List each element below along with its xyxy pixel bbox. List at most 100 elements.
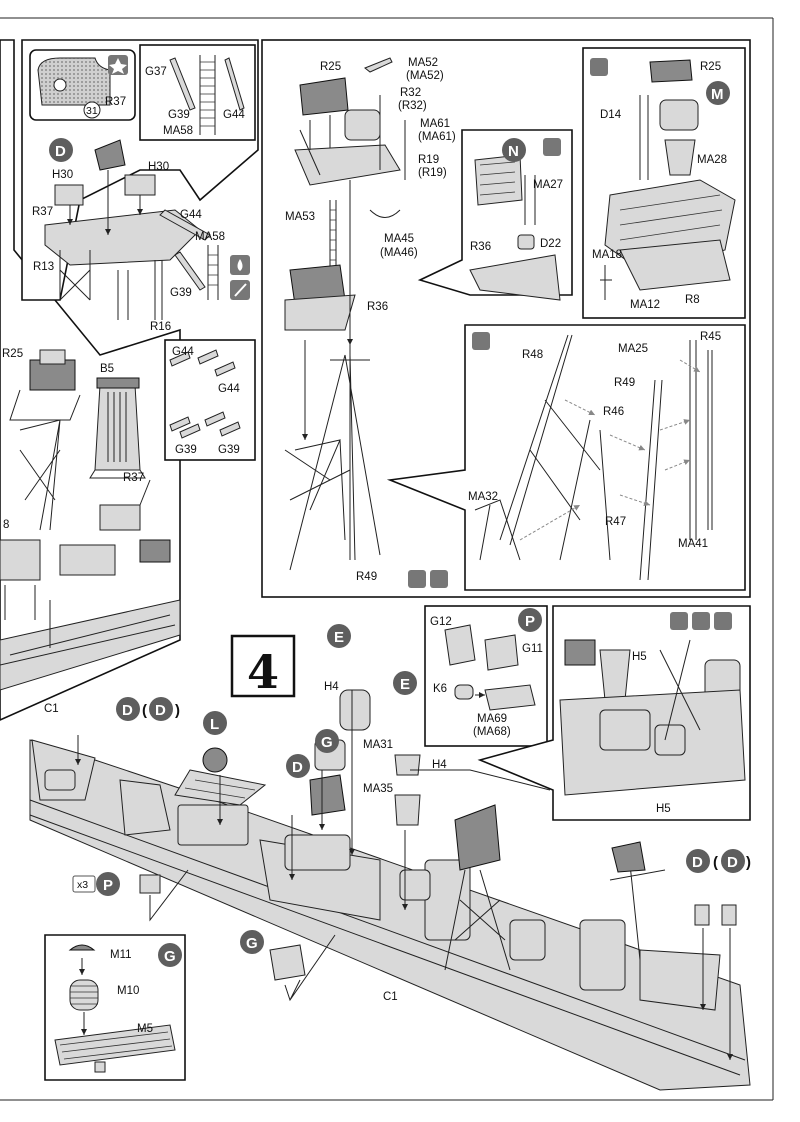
label-r48: R48 bbox=[522, 349, 543, 361]
badge-p-text: P bbox=[525, 613, 535, 630]
badge-e-1-text: E bbox=[334, 629, 344, 646]
label-ma58: MA58 bbox=[163, 125, 193, 137]
badge-d-hull-paren-text: D bbox=[155, 702, 166, 719]
g-detail-box: G M11 M10 M5 bbox=[44, 934, 186, 1081]
label-r49: R49 bbox=[356, 571, 377, 583]
label-r46: R46 bbox=[603, 406, 624, 418]
left-funnel-b5 bbox=[89, 377, 146, 479]
label-r32p: (R32) bbox=[398, 100, 427, 112]
badge-g-3 bbox=[158, 943, 182, 967]
label-h5a: H5 bbox=[632, 651, 647, 663]
badge-p bbox=[518, 608, 542, 632]
label-k6: K6 bbox=[433, 683, 447, 695]
label-ma52p: (MA52) bbox=[406, 70, 444, 82]
badge-m bbox=[706, 81, 730, 105]
left-mast-drawing bbox=[0, 349, 81, 620]
label-ma32: MA32 bbox=[468, 491, 498, 503]
badge-d-right bbox=[686, 849, 710, 873]
label-g39-d: G39 bbox=[218, 444, 240, 456]
label-ma28: MA28 bbox=[697, 154, 727, 166]
label-ma35: MA35 bbox=[363, 783, 393, 795]
mast-panel: R25 MA52 (MA52) R32 (R32) MA61 (MA61) R1… bbox=[261, 39, 751, 598]
label-ma52: MA52 bbox=[408, 57, 438, 69]
label-r19: R19 bbox=[418, 154, 439, 166]
hull-badges: D ( D ) L E E G D G x3 P D ( D ) bbox=[72, 624, 751, 954]
label-g44-d: G44 bbox=[218, 383, 240, 395]
svg-text:): ) bbox=[746, 854, 751, 871]
g44-g39-parts-panel: G44 G44 G39 G39 bbox=[164, 339, 256, 461]
r37-inset: R37 31 bbox=[29, 49, 136, 121]
svg-text:(: ( bbox=[142, 702, 147, 719]
badge-l bbox=[203, 711, 227, 735]
label-ma53: MA53 bbox=[285, 211, 315, 223]
badge-e-1 bbox=[327, 624, 351, 648]
label-r25-left: R25 bbox=[2, 348, 23, 360]
label-31: 31 bbox=[86, 105, 98, 117]
lattice-mast-drawing bbox=[284, 180, 381, 571]
brush-icon-3 bbox=[714, 612, 732, 630]
label-r45: R45 bbox=[700, 331, 721, 343]
mast-top-drawing bbox=[294, 57, 406, 218]
badge-d-2 bbox=[286, 754, 310, 778]
label-r36: R36 bbox=[367, 301, 388, 313]
label-r16: R16 bbox=[150, 321, 171, 333]
hull-assembly bbox=[29, 689, 751, 1091]
left-assembly-panel: R25 B5 R37 8 C1 bbox=[0, 39, 181, 721]
paint-glue-icon bbox=[670, 612, 688, 630]
label-h30b: H30 bbox=[148, 161, 169, 173]
svg-text:(: ( bbox=[713, 854, 718, 871]
badge-d-right-text: D bbox=[692, 854, 703, 871]
label-ma18: MA18 bbox=[592, 249, 622, 261]
badge-e-2-text: E bbox=[400, 676, 410, 693]
step-number: 4 bbox=[247, 645, 279, 699]
badge-g-2 bbox=[240, 930, 264, 954]
label-ma25: MA25 bbox=[618, 343, 648, 355]
label-h4b: H4 bbox=[432, 759, 447, 771]
badge-e-2 bbox=[393, 671, 417, 695]
label-r37: R37 bbox=[32, 206, 53, 218]
badge-d-top bbox=[49, 138, 73, 162]
label-r19p: (R19) bbox=[418, 167, 447, 179]
paint-drop-icon-5 bbox=[472, 332, 490, 350]
badge-g-3-text: G bbox=[164, 948, 176, 965]
badge-d-right-paren bbox=[721, 849, 745, 873]
badge-d-hull-paren bbox=[149, 697, 173, 721]
step-number-box: 4 bbox=[230, 634, 296, 699]
label-r47: R47 bbox=[605, 516, 626, 528]
paint-drop-icon-3 bbox=[543, 138, 561, 156]
label-ma31: MA31 bbox=[363, 739, 393, 751]
label-c1-left: C1 bbox=[44, 703, 59, 715]
badge-d-hull bbox=[116, 697, 140, 721]
badge-d-hull-text: D bbox=[122, 702, 133, 719]
badge-d-2-text: D bbox=[292, 759, 303, 776]
label-ma61: MA61 bbox=[420, 118, 450, 130]
m-detail-box: M R25 D14 MA28 MA18 MA12 R8 bbox=[582, 47, 746, 319]
label-h4a: H4 bbox=[324, 681, 339, 693]
label-g39-b: G39 bbox=[170, 287, 192, 299]
label-ma27: MA27 bbox=[533, 179, 563, 191]
label-r25: R25 bbox=[320, 61, 341, 73]
x3-label: x3 bbox=[77, 879, 88, 891]
badge-n bbox=[502, 138, 526, 162]
r37-assembly-drawing bbox=[44, 139, 219, 320]
label-ma45: MA45 bbox=[384, 233, 414, 245]
label-ma41: MA41 bbox=[678, 538, 708, 550]
label-r8: R8 bbox=[685, 294, 700, 306]
label-ma68p: (MA68) bbox=[473, 726, 511, 738]
label-ma12: MA12 bbox=[630, 299, 660, 311]
ladder-inset: G37 G39 G44 MA58 bbox=[139, 44, 256, 141]
badge-g-2-text: G bbox=[246, 935, 258, 952]
lattice-detail-box: R48 R46 MA25 R45 R49 MA32 R47 MA41 bbox=[386, 324, 746, 591]
label-d14: D14 bbox=[600, 109, 622, 121]
left-hull-section bbox=[0, 479, 181, 691]
label-r25-r: R25 bbox=[700, 61, 721, 73]
badge-g-1 bbox=[315, 729, 339, 753]
label-r49-b: R49 bbox=[614, 377, 635, 389]
badge-p-hull bbox=[96, 872, 120, 896]
label-g44-b: G44 bbox=[180, 209, 202, 221]
label-m11: M11 bbox=[110, 949, 132, 961]
badge-d-right-paren-text: D bbox=[727, 854, 738, 871]
label-r13: R13 bbox=[33, 261, 54, 273]
label-d22: D22 bbox=[540, 238, 561, 250]
